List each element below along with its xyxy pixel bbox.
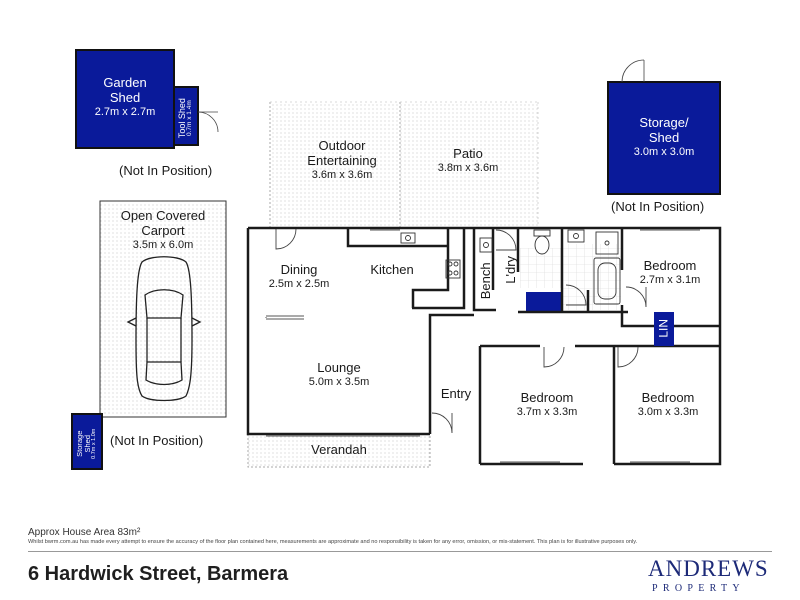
bathtub-icon <box>593 257 621 305</box>
outdoor-name: Outdoor Entertaining <box>307 138 377 168</box>
lounge-name: Lounge <box>317 360 361 375</box>
laundry-cupboard <box>526 292 562 312</box>
doors <box>275 228 647 434</box>
bedroom3-name: Bedroom <box>641 390 695 405</box>
linen-cupboard <box>654 312 674 346</box>
house-area: Approx House Area 83m² <box>28 527 141 538</box>
kitchen-name: Kitchen <box>370 262 414 277</box>
bedroom3-dims: 3.0m x 3.3m <box>637 405 699 418</box>
property-address: 6 Hardwick Street, Barmera <box>28 563 289 585</box>
laundry-tub <box>479 237 493 253</box>
bedroom2-name: Bedroom <box>520 390 574 405</box>
bedroom2-dims: 3.7m x 3.3m <box>516 405 578 418</box>
storage-shed-small-label: Storage Shed 0.7m x 1.0m <box>75 428 97 459</box>
carport-name: Open Covered Carport <box>120 208 206 238</box>
storage-shed-top-dims: 3.0m x 3.0m <box>633 145 695 158</box>
garden-shed <box>75 49 219 149</box>
toilet-icon <box>533 229 551 255</box>
laundry-tiles <box>520 248 562 288</box>
bedroom1-name: Bedroom <box>643 258 697 273</box>
vanity-icon <box>567 229 585 243</box>
garden-shed-name: Garden Shed <box>103 75 147 105</box>
verandah-name: Verandah <box>311 442 367 457</box>
bench-label: Bench <box>478 262 494 300</box>
kitchen-sink <box>400 232 416 244</box>
shower-icon <box>595 231 619 255</box>
outdoor-dims: 3.6m x 3.6m <box>311 168 373 181</box>
laundry-label: L'dry <box>503 255 519 284</box>
kitchen-cooktop <box>445 259 461 279</box>
brand-logo-name: ANDREWS <box>648 556 769 581</box>
outdoor-areas <box>269 101 539 228</box>
verandah-area <box>247 434 431 468</box>
brand-logo-sub: PROPERTY <box>652 583 745 594</box>
footer-divider <box>28 551 772 552</box>
not-in-position-storage: (Not In Position) <box>611 199 705 214</box>
storage-shed-top <box>607 59 721 195</box>
not-in-position-garden: (Not In Position) <box>119 163 213 178</box>
dining-name: Dining <box>280 262 318 277</box>
carport <box>99 200 227 418</box>
car-icon <box>126 256 202 402</box>
garden-shed-dims: 2.7m x 2.7m <box>94 105 156 118</box>
lounge-dims: 5.0m x 3.5m <box>308 375 370 388</box>
windows <box>265 229 700 463</box>
patio-name: Patio <box>453 146 483 161</box>
disclaimer: Whilst bwrm.com.au has made every attemp… <box>28 539 638 545</box>
house-walls <box>246 226 722 466</box>
carport-dims: 3.5m x 6.0m <box>132 238 194 251</box>
lin-label: LIN <box>656 318 671 338</box>
storage-shed-small <box>71 413 103 470</box>
entry-name: Entry <box>440 386 472 401</box>
storage-shed-top-name: Storage/ Shed <box>639 115 689 145</box>
tool-shed-label: Tool Shed 0.7m x 1.4m <box>176 98 194 139</box>
not-in-position-small: (Not In Position) <box>110 433 204 448</box>
patio-dims: 3.8m x 3.6m <box>437 161 499 174</box>
dining-dims: 2.5m x 2.5m <box>268 277 330 290</box>
bedroom1-dims: 2.7m x 3.1m <box>639 273 701 286</box>
